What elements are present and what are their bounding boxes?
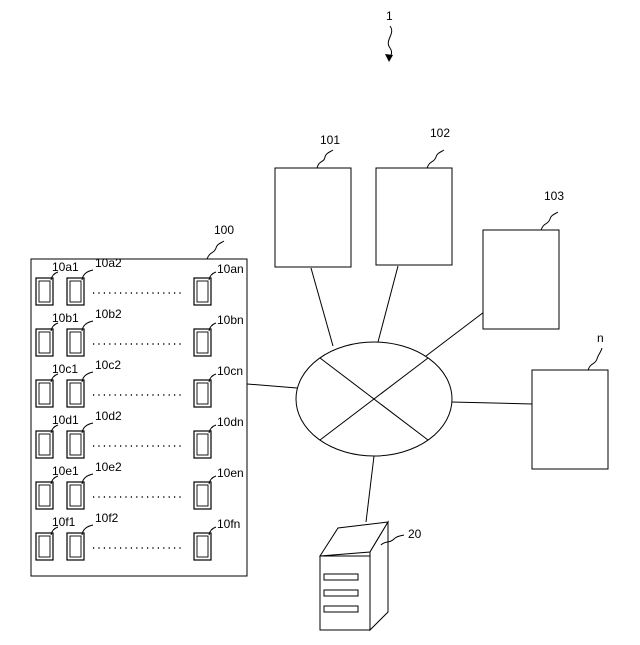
terminal-second-label: 10c2 [95,358,121,372]
terminal-second [67,533,84,560]
link-device-102 [378,266,398,342]
device-n: n [532,331,608,469]
terminal-second-label: 10e2 [95,460,122,474]
terminal-first-label: 10f1 [52,515,76,529]
device-103: 103 [483,189,564,329]
terminal-last [194,380,211,407]
terminal-last [194,329,211,356]
device-103-label: 103 [544,189,564,203]
device-102-label: 102 [430,126,450,140]
terminal-first [36,380,53,407]
server-label: 20 [408,527,422,541]
terminal-last-label: 10bn [217,313,244,327]
terminal-first-label: 10d1 [52,413,79,427]
terminal-last [194,482,211,509]
link-terminal-group [247,384,297,388]
terminal-last [194,278,211,305]
figure-label: 1 [386,9,393,23]
link-device-101 [311,268,333,346]
terminal-last [194,431,211,458]
terminal-last-label: 10fn [217,517,240,531]
terminal-first [36,431,53,458]
terminal-last-label: 10an [217,262,244,276]
terminal-first-label: 10b1 [52,311,79,325]
terminal-first [36,329,53,356]
terminal-group-label: 100 [214,223,234,237]
terminal-last-label: 10cn [217,364,243,378]
terminal-second-label: 10a2 [95,256,122,270]
terminal-first [36,533,53,560]
terminal-first [36,278,53,305]
terminal-first-label: 10e1 [52,464,79,478]
device-101-label: 101 [320,133,340,147]
link-device-n [451,402,532,404]
server: 20 [320,522,422,630]
terminal-last-label: 10en [217,466,244,480]
terminal-second [67,482,84,509]
terminal-second [67,329,84,356]
device-102: 102 [376,126,452,265]
terminal-second [67,380,84,407]
terminal-last [194,533,211,560]
terminal-first-label: 10a1 [52,260,79,274]
figure-arrowhead [385,54,393,62]
terminal-second-label: 10b2 [95,307,122,321]
terminal-second-label: 10d2 [95,409,122,423]
device-101: 101 [275,133,351,267]
terminal-last-label: 10dn [217,415,244,429]
link-device-103 [426,312,484,356]
device-n-label: n [597,331,604,345]
network-hub [296,342,452,456]
terminal-group: 100 10a1 10a2 10an 10b1 10b2 10bn 10c1 10c2 10cn… [31,223,247,576]
terminal-second [67,431,84,458]
terminal-second-label: 10f2 [95,511,119,525]
terminal-first [36,482,53,509]
terminal-first-label: 10c1 [52,362,78,376]
link-server [366,456,374,522]
terminal-second [67,278,84,305]
